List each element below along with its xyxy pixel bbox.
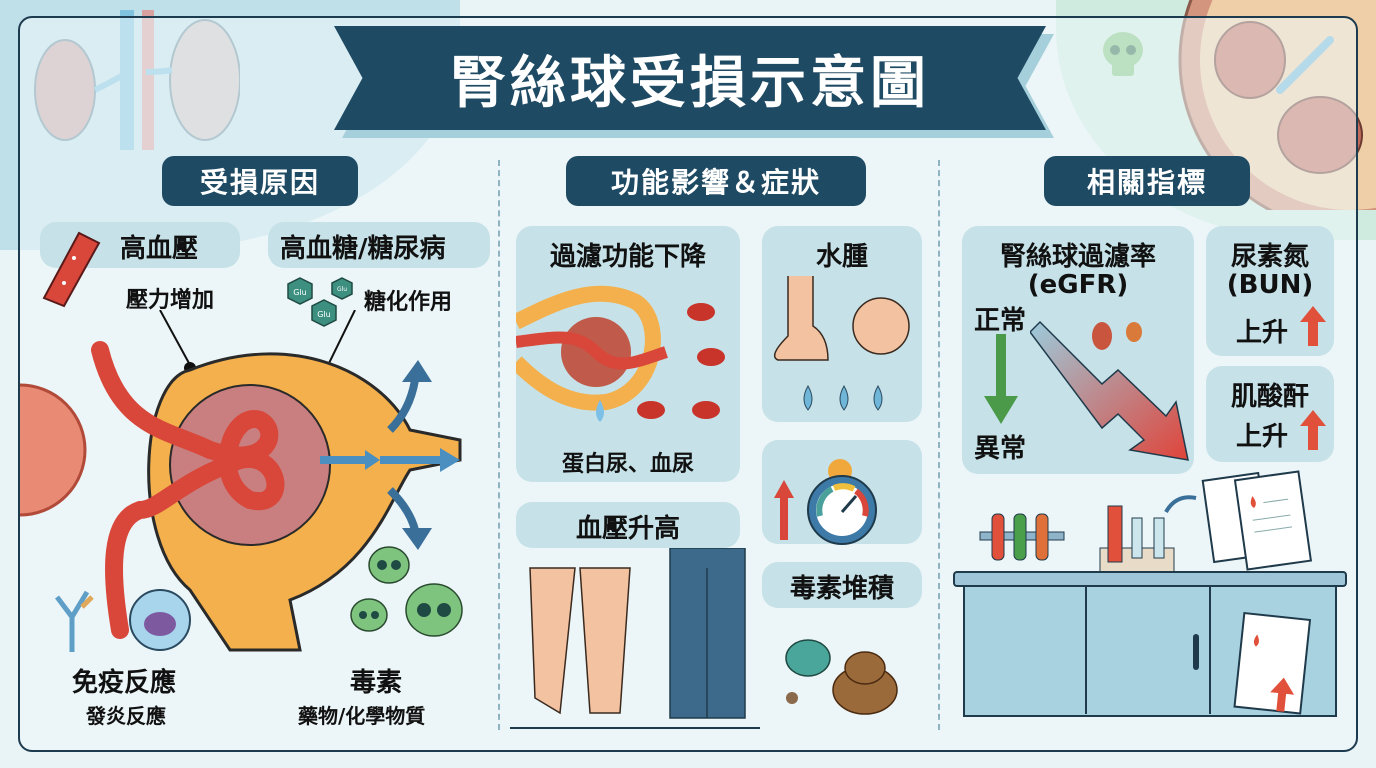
svg-text:Glu: Glu <box>337 286 347 293</box>
waste-icon <box>785 639 898 715</box>
cause-label-hypertension: 高血壓 <box>120 234 199 264</box>
effect-label-toxin-buildup: 毒素堆積 <box>789 574 894 604</box>
lab-bench-illustration-icon <box>953 470 1347 717</box>
cause-label-immune: 免疫反應 <box>72 668 177 698</box>
creatinine-trend: 上升 <box>1236 422 1289 452</box>
egfr-abbr: (eGFR) <box>1027 270 1129 300</box>
effect-card-toxin-buildup <box>762 562 922 608</box>
skull-icon <box>350 546 463 637</box>
column-divider <box>498 160 500 730</box>
column-divider <box>938 160 940 730</box>
bun-label: 尿素氮 <box>1230 242 1309 272</box>
effect-label-blood-pressure: 血壓升高 <box>575 514 680 544</box>
arrow-up-icon <box>1300 306 1326 346</box>
svg-text:Glu: Glu <box>317 310 331 319</box>
arrow-up-icon <box>1300 410 1326 450</box>
section-heading-effects: 功能影響＆症狀 <box>566 156 866 206</box>
cause-sublabel-hypertension: 壓力增加 <box>126 288 215 313</box>
cause-sublabel-diabetes: 糖化作用 <box>364 290 453 315</box>
cause-sublabel-immune: 發炎反應 <box>86 704 166 728</box>
egfr-normal-label: 正常 <box>974 306 1027 336</box>
bun-abbr: (BUN) <box>1226 270 1314 300</box>
egfr-label: 腎絲球過濾率 <box>999 242 1156 272</box>
damaged-glomerulus-icon <box>516 285 725 422</box>
page-title: 腎絲球受損示意圖 <box>450 50 930 116</box>
glomerulus-illustration-icon <box>20 310 462 652</box>
cause-sublabel-toxins: 藥物/化學物質 <box>298 704 426 728</box>
glucose-molecule-icon: Glu Glu Glu <box>287 277 353 327</box>
bun-trend: 上升 <box>1236 318 1289 348</box>
arrow-down-icon <box>984 334 1018 424</box>
swollen-feet-face-icon <box>773 276 910 411</box>
immune-cell-icon <box>55 589 191 652</box>
svg-text:Glu: Glu <box>293 288 307 297</box>
effect-label-edema: 水腫 <box>815 242 868 272</box>
effect-sublabel-filtration: 蛋白尿、血尿 <box>561 452 694 477</box>
section-heading-indicators: 相關指標 <box>1044 156 1250 206</box>
effect-label-filtration: 過濾功能下降 <box>549 242 706 272</box>
creatinine-label: 肌酸酐 <box>1230 382 1309 412</box>
cause-label-toxins: 毒素 <box>350 668 403 698</box>
cause-label-diabetes: 高血糖/糖尿病 <box>280 234 446 264</box>
title-banner: 腎絲球受損示意圖 <box>334 26 1046 130</box>
pressure-gauge-icon <box>774 459 877 545</box>
cause-card-diabetes <box>268 222 490 268</box>
egfr-abnormal-label: 異常 <box>974 434 1027 464</box>
egfr-decline-arrow-icon <box>1030 320 1189 461</box>
swollen-legs-icon <box>510 548 760 729</box>
blood-vessel-icon <box>42 231 101 308</box>
section-heading-causes: 受損原因 <box>162 156 358 206</box>
effect-card-blood-pressure <box>516 502 740 548</box>
